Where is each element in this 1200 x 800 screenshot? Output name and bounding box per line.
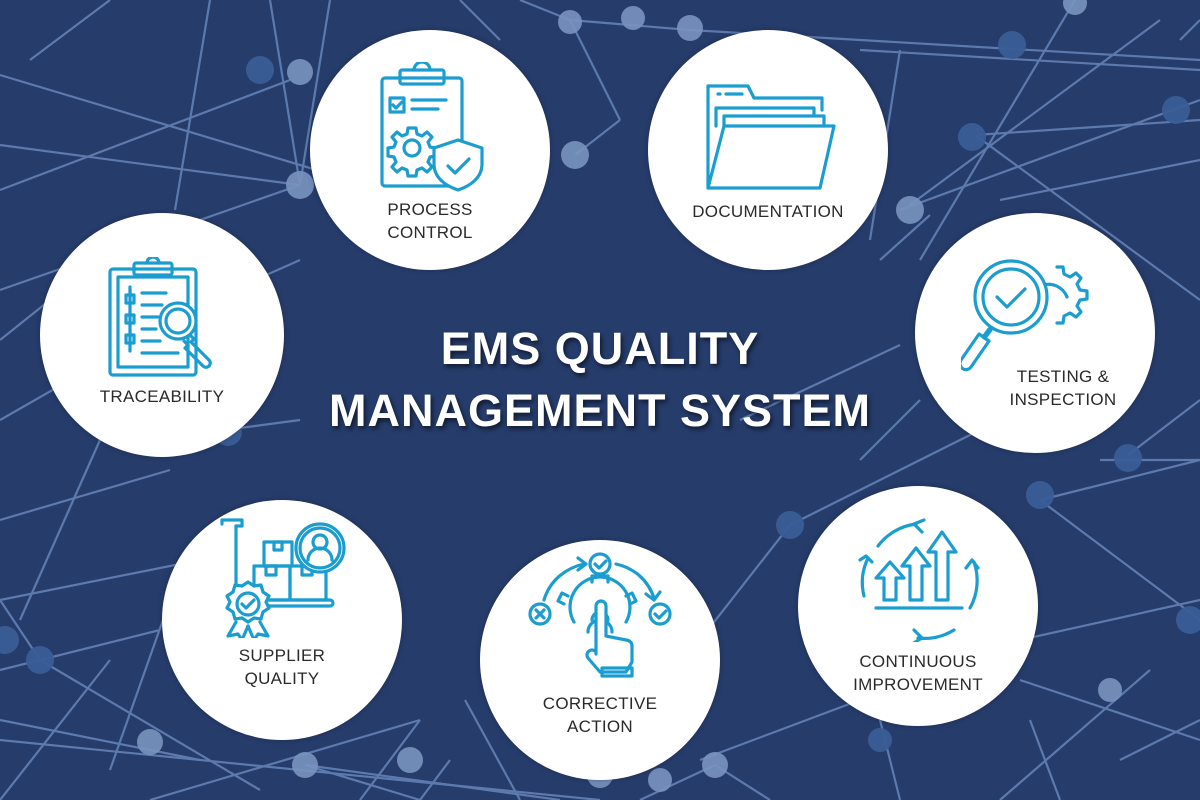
pillar-label: DOCUMENTATION <box>692 202 844 221</box>
gear-hand-cycle-icon <box>528 552 672 678</box>
pillar-label: CONTINUOUS IMPROVEMENT <box>853 652 983 694</box>
title-line-1: EMS QUALITY <box>440 323 760 374</box>
pillar-corrective-action: CORRECTIVE ACTION <box>480 540 720 780</box>
pillar-testing-inspection: TESTING & INSPECTION <box>915 213 1155 453</box>
clipboard-gear-shield-icon <box>380 62 484 192</box>
pillar-label: SUPPLIER QUALITY <box>238 646 326 688</box>
page-title: EMS QUALITY MANAGEMENT SYSTEM <box>300 318 900 442</box>
title-line-2: MANAGEMENT SYSTEM <box>328 385 871 436</box>
pillar-label: TRACEABILITY <box>99 387 225 406</box>
folder-icon <box>706 84 836 190</box>
pillar-label: TESTING & INSPECTION <box>1009 367 1117 409</box>
pillar-label: CORRECTIVE ACTION <box>542 694 658 736</box>
cycle-arrows-up-icon <box>858 518 980 642</box>
pillar-supplier-quality: SUPPLIER QUALITY <box>162 500 402 740</box>
hand-truck-boxes-badge-icon <box>220 518 346 638</box>
magnifier-check-gear-icon <box>961 259 1089 372</box>
pillar-label: PROCESS CONTROL <box>387 200 473 242</box>
pillar-continuous-improvement: CONTINUOUS IMPROVEMENT <box>798 486 1038 726</box>
pillar-traceability: TRACEABILITY <box>40 213 284 457</box>
clipboard-magnifier-icon <box>108 257 212 377</box>
pillar-process-control: PROCESS CONTROL <box>310 30 550 270</box>
pillar-documentation: DOCUMENTATION <box>648 30 888 270</box>
